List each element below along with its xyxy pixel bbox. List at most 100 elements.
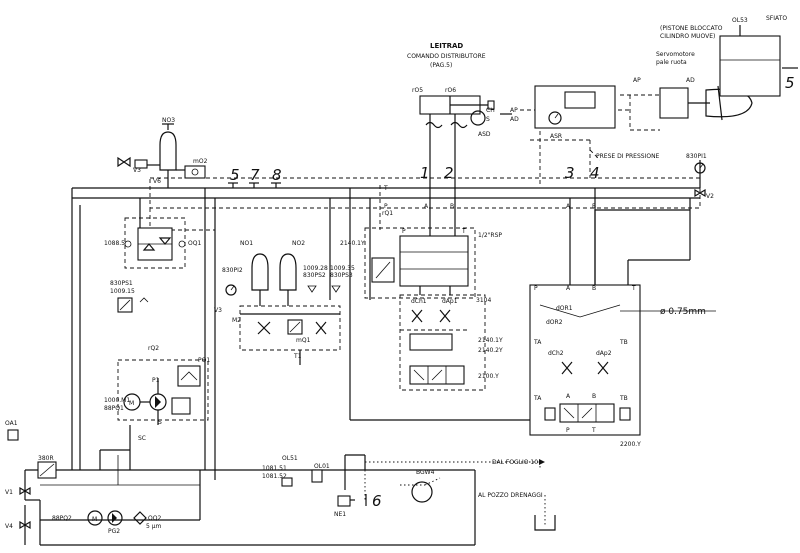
- label-830ps3: 830PS3: [330, 272, 353, 279]
- label-dch1: dCh1: [411, 298, 427, 305]
- label-dap1: dAp1: [442, 298, 458, 305]
- label-r06: rO6: [445, 87, 456, 94]
- manifold-numbers: 5 7 8 1 2 3 4: [228, 164, 600, 188]
- port-p1: P: [402, 228, 406, 235]
- motor-m-label: M: [129, 400, 134, 407]
- label-ta2: TA: [533, 395, 542, 402]
- label-1009-28: 1009.28: [303, 265, 328, 272]
- handwritten-8: 8: [272, 166, 282, 184]
- label-1009-35: 1009.35: [330, 265, 355, 272]
- sensor-bgw4: BGW4 DAL FOGLIO 10 AL POZZO DRENAGGI: [411, 459, 556, 531]
- label-servomotore: Servomotore: [656, 51, 695, 58]
- label-bgw4: BGW4: [416, 469, 435, 476]
- label-diameter: ø 0.75mm: [660, 307, 706, 317]
- label-m2: M2: [232, 317, 241, 324]
- label-tb2: TB: [619, 395, 628, 402]
- label-1088: 1088.5: [104, 240, 125, 247]
- label-v3-top: V3: [133, 167, 141, 174]
- label-rq1: rQ1: [382, 210, 393, 217]
- label-dch2: dCh2: [548, 350, 564, 357]
- label-88pq1: 88PQ1: [104, 405, 124, 412]
- port-p-left: P: [384, 203, 388, 210]
- label-1000m1: 1000.M1: [104, 397, 130, 404]
- label-cilindro: CILINDRO MUOVE): [660, 33, 715, 40]
- label-v4: V4: [5, 523, 13, 530]
- label-rq2: rQ2: [148, 345, 159, 352]
- label-p1: P1: [152, 377, 160, 384]
- port-t2: T: [631, 285, 636, 292]
- handwritten-7: 7: [250, 166, 260, 184]
- label-v2: V2: [706, 193, 714, 200]
- handwritten-5: 5: [230, 166, 240, 184]
- label-dor1: dOR1: [556, 305, 573, 312]
- label-no1: NO1: [240, 240, 253, 247]
- label-pale-ruota: pale ruota: [656, 59, 687, 66]
- main-lines: [24, 160, 701, 546]
- label-ch: CH: [486, 107, 495, 114]
- label-1081-51: 1081.51: [262, 465, 287, 472]
- label-oq1: OQ1: [188, 240, 201, 247]
- port-a3: A: [566, 203, 571, 210]
- label-dor2: dOR2: [546, 319, 563, 326]
- label-ol53: OL53: [732, 17, 748, 24]
- label-1009-15: 1009.15: [110, 288, 135, 295]
- label-t1: T1: [293, 353, 302, 360]
- label-830pi2: 830PI2: [222, 267, 243, 274]
- label-5um: 5 μm: [146, 523, 162, 530]
- port-a4: A: [566, 393, 571, 400]
- valve-stack-2140: rQ1 2140.1Y 1/2"RSP P T A B P T dCh1 dAp…: [340, 185, 503, 391]
- pump-pg2: 88PQ2 M PG2 OQ2 5 μm: [52, 510, 162, 535]
- label-830pi1: 830PI1: [686, 153, 707, 160]
- label-asd: ASD: [478, 131, 491, 138]
- valve-block-2200: P T A B A B dOR1 dOR2 ø 0.75mm TA TB dCh…: [529, 188, 716, 448]
- port-b4: B: [592, 393, 596, 400]
- filter-380r: OA1 380R V1 V4: [5, 420, 57, 545]
- label-88pq2: 88PQ2: [52, 515, 72, 522]
- label-oa1: OA1: [5, 420, 18, 427]
- label-ap-right: AP: [510, 107, 518, 114]
- label-s-ch: S: [486, 116, 490, 123]
- label-s: S: [158, 419, 162, 426]
- label-sfiato: SFIATO: [766, 15, 787, 22]
- label-leitrad: LEITRAD: [430, 42, 463, 50]
- port-t1: T: [461, 228, 466, 235]
- gauge-830pi1: 830PI1 V2: [686, 153, 714, 200]
- pump-group: rQ2 M P1 PQ1 1000.M1 88PQ1 S SC: [99, 345, 210, 485]
- label-mo2: mO2: [193, 158, 208, 165]
- motor-m2-label: M: [92, 516, 97, 523]
- label-sc: SC: [138, 435, 146, 442]
- label-r05: rO5: [412, 87, 423, 94]
- label-830ps2: 830PS2: [303, 272, 326, 279]
- label-2200: 2200.Y: [620, 441, 641, 448]
- label-al-pozzo: AL POZZO DRENAGGI: [478, 492, 543, 499]
- label-dal-foglio: DAL FOGLIO 10: [492, 459, 538, 466]
- label-pg2: PG2: [108, 528, 120, 535]
- label-3104: 3104: [476, 297, 491, 304]
- label-rsp: 1/2"RSP: [478, 232, 502, 239]
- label-pq1: PQ1: [198, 357, 210, 364]
- handwritten-2: 2: [444, 164, 454, 182]
- label-ol01: OL01: [314, 463, 330, 470]
- servomotor-group: ASR PRESE DI PRESSIONE (PISTONE BLOCCATO…: [534, 15, 798, 160]
- label-2140-2y: 2140.2Y: [478, 347, 503, 354]
- leitrad-cylinder: LEITRAD COMANDO DISTRIBUTORE (PAG.5) rO5…: [407, 42, 519, 210]
- label-ne1: NE1: [334, 511, 346, 518]
- label-ap-top: AP: [633, 77, 641, 84]
- label-pistone: (PISTONE BLOCCATO: [660, 25, 723, 32]
- label-2140-1: 2140.1Y: [340, 240, 365, 247]
- label-prese: PRESE DI PRESSIONE: [596, 153, 660, 160]
- port-a1: A: [424, 203, 429, 210]
- port-t-left: T: [383, 185, 388, 192]
- label-ad-top: AD: [686, 77, 695, 84]
- handwritten-4: 4: [590, 164, 600, 182]
- label-v6: V6: [153, 178, 161, 185]
- port-b3: B: [592, 203, 596, 210]
- port-b2: B: [592, 285, 596, 292]
- port-b1: B: [450, 203, 454, 210]
- label-no2: NO2: [292, 240, 305, 247]
- port-p3: P: [566, 427, 570, 434]
- port-p2: P: [534, 285, 538, 292]
- label-v3-mid: V3: [214, 307, 222, 314]
- label-830ps1: 830PS1: [110, 280, 133, 287]
